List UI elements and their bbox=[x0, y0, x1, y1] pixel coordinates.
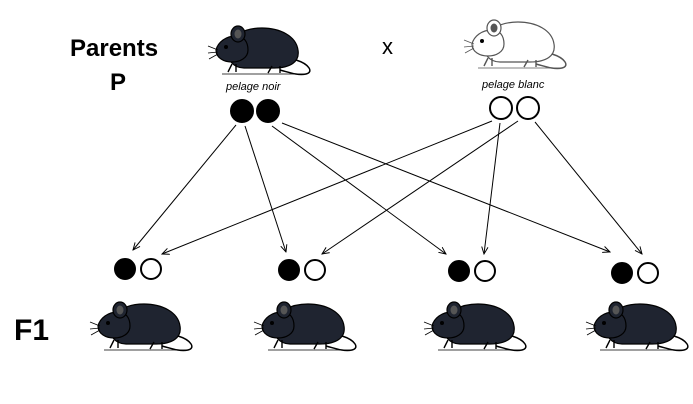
arrow bbox=[133, 124, 237, 250]
offspring-1-mouse bbox=[89, 301, 193, 352]
offspring-4-mouse bbox=[585, 301, 689, 352]
gamete-arrows bbox=[133, 120, 642, 254]
parent-black-allele-2 bbox=[256, 99, 280, 123]
f1-label: F1 bbox=[14, 314, 49, 347]
white-parent-mouse bbox=[463, 19, 567, 70]
parent-white-allele-1 bbox=[489, 96, 513, 120]
offspring-2-alleles bbox=[278, 259, 326, 281]
arrow bbox=[534, 121, 642, 254]
arrow bbox=[244, 125, 286, 252]
parents-label: Parents bbox=[70, 35, 158, 62]
cross-symbol: x bbox=[382, 34, 393, 59]
arrow bbox=[281, 122, 610, 252]
arrow bbox=[322, 120, 519, 254]
black-parent-mouse bbox=[207, 25, 311, 76]
black-coat-label: pelage noir bbox=[225, 81, 282, 93]
arrow bbox=[484, 122, 501, 254]
offspring-1-alleles bbox=[114, 258, 162, 280]
offspring-4-alleles bbox=[611, 262, 659, 284]
offspring-2-mouse bbox=[253, 301, 357, 352]
white-coat-label: pelage blanc bbox=[481, 79, 545, 91]
parent-white-allele-2 bbox=[516, 96, 540, 120]
arrow bbox=[271, 125, 446, 254]
arrow bbox=[162, 120, 493, 254]
parent-black-allele-1 bbox=[230, 99, 254, 123]
parents-p-label: P bbox=[110, 69, 126, 96]
offspring-3-mouse bbox=[423, 301, 527, 352]
offspring-3-alleles bbox=[448, 260, 496, 282]
